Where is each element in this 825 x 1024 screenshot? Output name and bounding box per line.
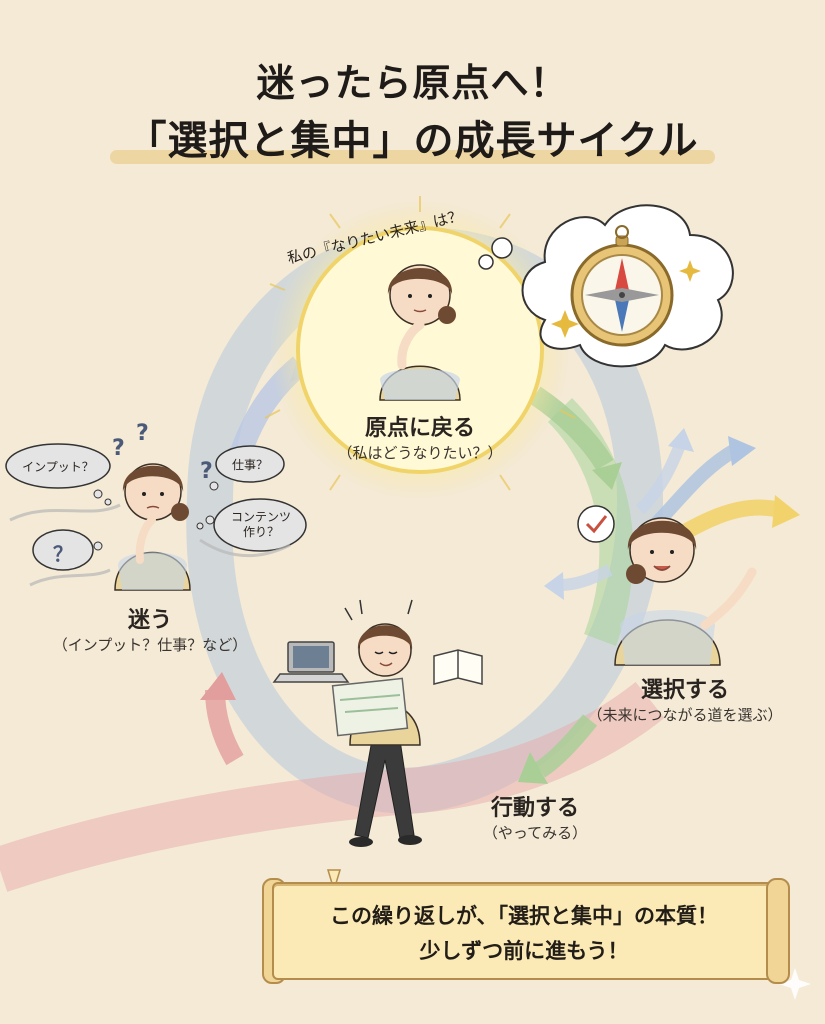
banner-line-1: この繰り返しが、「選択と集中」の本質！ xyxy=(329,904,719,928)
check-bubble-icon xyxy=(577,505,615,543)
title-highlight xyxy=(110,150,715,164)
origin-glow xyxy=(270,200,570,500)
person-lost xyxy=(114,463,191,591)
person-origin xyxy=(379,264,461,401)
compass-icon xyxy=(570,225,674,347)
question-marks: ? ? ? xyxy=(112,421,213,484)
stage-origin: 原点に戻る （私はどうなりたい？） xyxy=(330,410,510,463)
stage-choose-sub: （未来につながる道を選ぶ） xyxy=(587,706,783,724)
laptop-icon xyxy=(272,641,350,683)
stage-lost-sub: （インプット？仕事？など） xyxy=(52,636,248,654)
svg-text:?: ? xyxy=(112,436,125,461)
title-line-1: 迷ったら原点へ！ xyxy=(256,61,569,105)
motion-lines xyxy=(344,599,413,621)
stage-act: 行動する （やってみる） xyxy=(455,790,615,843)
bubble-work xyxy=(209,445,285,491)
svg-text:?: ? xyxy=(200,459,213,484)
arrow-choose-to-act xyxy=(518,714,598,784)
stage-origin-sub: （私はどうなりたい？） xyxy=(337,444,503,462)
summary-banner xyxy=(272,882,780,980)
book-icon xyxy=(433,649,483,685)
sun-rays xyxy=(264,196,576,491)
banner-line-2: 少しずつ前に進もう！ xyxy=(419,939,629,963)
person-choose xyxy=(614,517,757,666)
bubble-content-line-2: 作り？ xyxy=(242,525,279,539)
stage-lost: 迷う （インプット？仕事？など） xyxy=(20,602,280,655)
swirl-lines xyxy=(9,503,291,587)
banner-pointer xyxy=(326,869,342,893)
title-line-2: 「選択と集中」の成長サイクル xyxy=(126,118,699,164)
arrow-act-to-lost xyxy=(200,672,244,766)
bubble-content xyxy=(196,498,307,552)
bubble-work-text: 仕事？ xyxy=(231,458,268,472)
bubble-input-text: インプット？ xyxy=(22,460,94,474)
bubble-unknown-text: ？ xyxy=(53,542,73,566)
stage-act-sub: （やってみる） xyxy=(482,824,588,842)
stage-origin-label: 原点に戻る xyxy=(364,416,475,441)
bubble-input xyxy=(5,443,112,506)
bubble-content-line-1: コンテンツ xyxy=(230,510,291,524)
stage-choose: 選択する （未来につながる道を選ぶ） xyxy=(560,672,810,725)
person-walking xyxy=(331,623,422,847)
banner-scroll-right xyxy=(766,878,790,984)
sparkle-icon xyxy=(551,260,701,338)
stage-act-label: 行動する xyxy=(490,796,579,821)
svg-text:?: ? xyxy=(136,421,149,446)
stage-lost-label: 迷う xyxy=(127,608,172,633)
bubble-unknown xyxy=(32,529,103,571)
bubble-content-text: コンテンツ 作り？ xyxy=(216,510,306,540)
stage-choose-label: 選択する xyxy=(640,678,729,703)
corner-sparkle-icon xyxy=(779,968,811,1000)
